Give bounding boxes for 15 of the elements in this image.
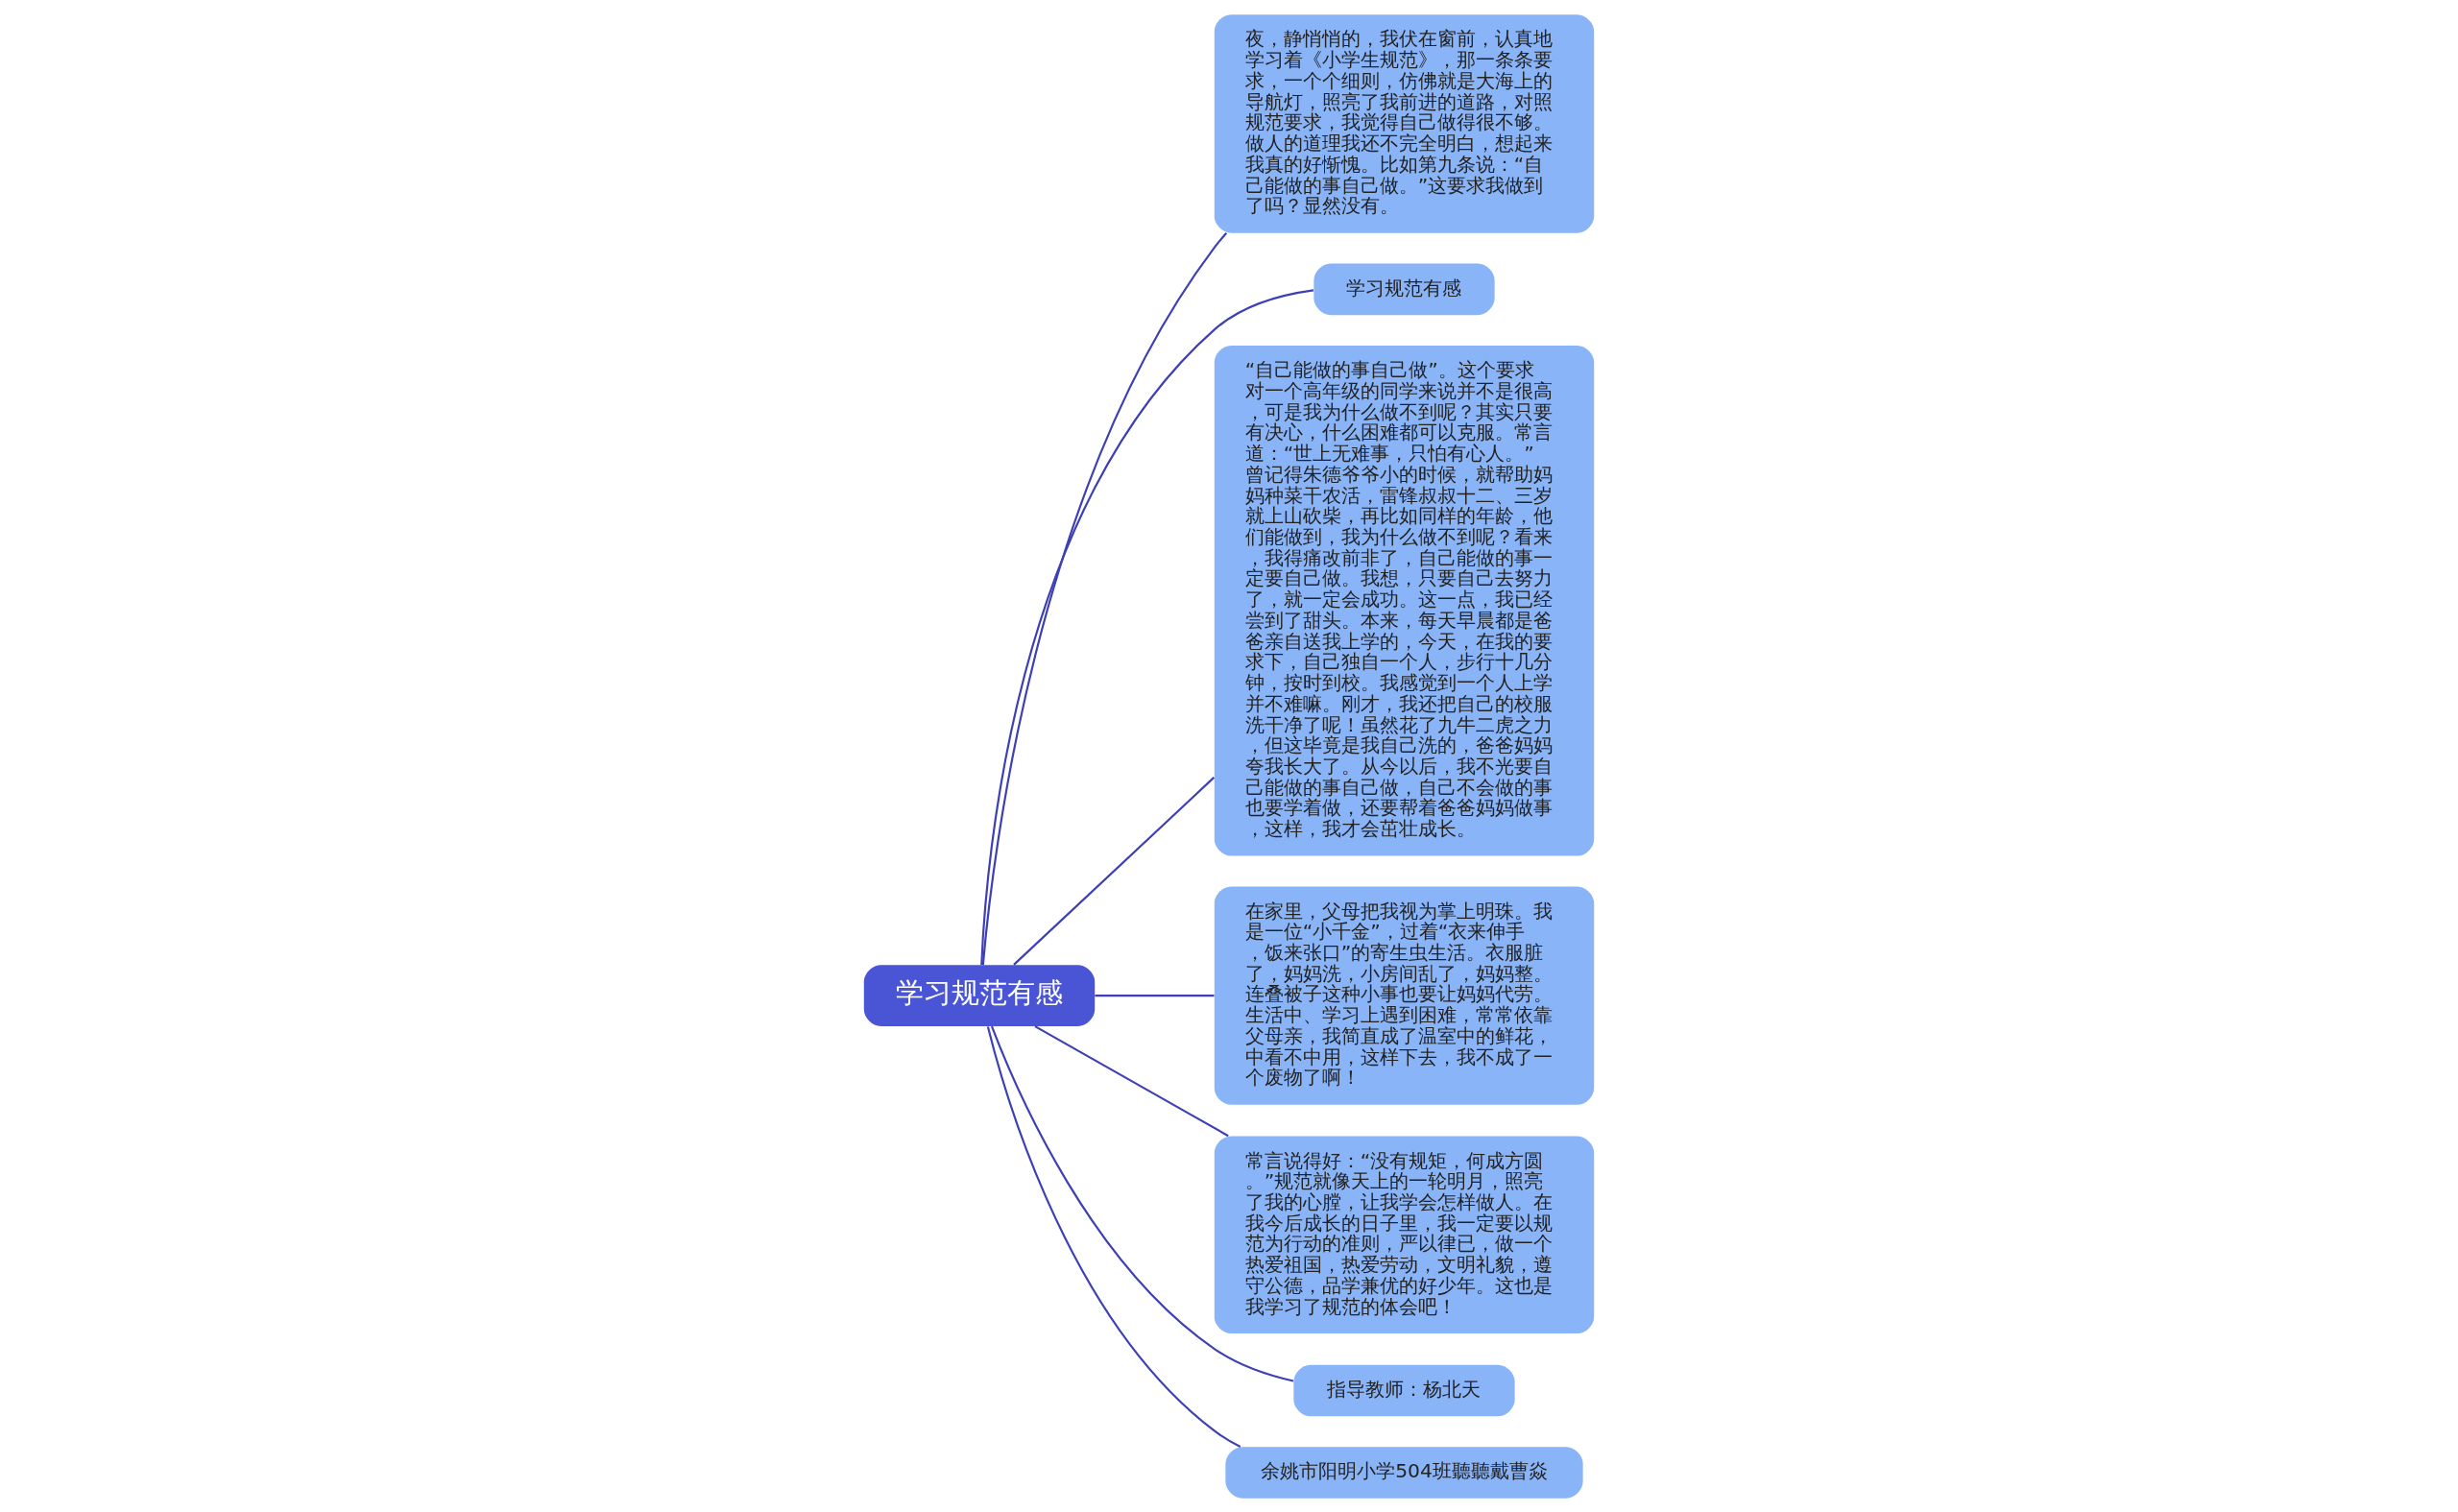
node-box: 学习规范有感 (1313, 263, 1495, 315)
node-box: 常言说得好：“没有规矩，何成方圆。”规范就像天上的一轮明月，照亮了我的心膛，让我学会怎样做人。在我今后成长的日子里，我一定要以规范为行动的准则，严以律已，做一个热爱祖国，热爱劳动，文明礼貌，遵守公德，品学兼优的好少年。这也是我学习了规范的体会吧！ (1214, 1135, 1595, 1333)
connector (980, 288, 1314, 965)
node-box: 学习规范有感 (863, 964, 1096, 1026)
node-box: 在家里，父母把我视为掌上明珠。我是一位“小千金”，过着“衣来伸手，饭来张口”的寄生虫生活。衣服脏了，妈妈洗，小房间乱了，妈妈整。连叠被子这种小事也要让妈妈代劳。生活中、学习上遇到困难，常常依靠父母亲，我简直成了温室中的鲜花，中看不中用，这样下去，我不成了一个废物了啊！ (1214, 885, 1595, 1105)
node-box: 夜，静悄悄的，我伏在窗前，认真地学习着《小学生规范》，那一条条要求，一个个细则，仿佛就是大海上的导航灯，照亮了我前进的道路，对照规范要求，我觉得自己做得很不够。做人的道理我还不完全明白，想起来我真的好惭愧。比如第九条说：“自己能做的事自己做。”这要求我做到了吗？显然没有。 (1214, 13, 1595, 233)
connector (986, 1025, 1241, 1448)
connector (1095, 994, 1215, 996)
connector (990, 1025, 1294, 1382)
node-box: 指导教师：杨北天 (1293, 1364, 1515, 1416)
node-box: 余姚市阳明小学504班聽聽戴曹焱 (1225, 1446, 1583, 1499)
connector (1013, 776, 1216, 966)
connector (1034, 1024, 1229, 1137)
connector (981, 231, 1228, 965)
node-box: “自己能做的事自己做”。这个要求对一个高年级的同学来说并不是很高，可是我为什么做不到呢？其实只要有决心，什么困难都可以克服。常言道：“世上无难事，只怕有心人。”曾记得朱德爷爷小的时候，就帮助妈妈种菜干农活，雷锋叔叔十二、三岁就上山砍柴，再比如同样的年龄，他们能做到，我为什么做不到呢？看来，我得痛改前非了，自己能做的事一定要自己做。我想，只要自己去努力了，就一定会成功。这一点，我已经尝到了甜头。本来，每天早晨都是爸爸亲自送我上学的，今天，在我的要求下，自己独自一个人，步行十几分钟，按时到校。我感觉到一个人上学并不难嘛。刚才，我还把自己的校服洗干净了呢！虽然花了九牛二虎之力，但这毕竟是我自己洗的，爸爸妈妈夸我长大了。从今以后，我不光要自己能做的事自己做，自己不会做的事也要学着做，还要帮着爸爸妈妈做事，这样，我才会茁壮成长。 (1214, 345, 1595, 856)
